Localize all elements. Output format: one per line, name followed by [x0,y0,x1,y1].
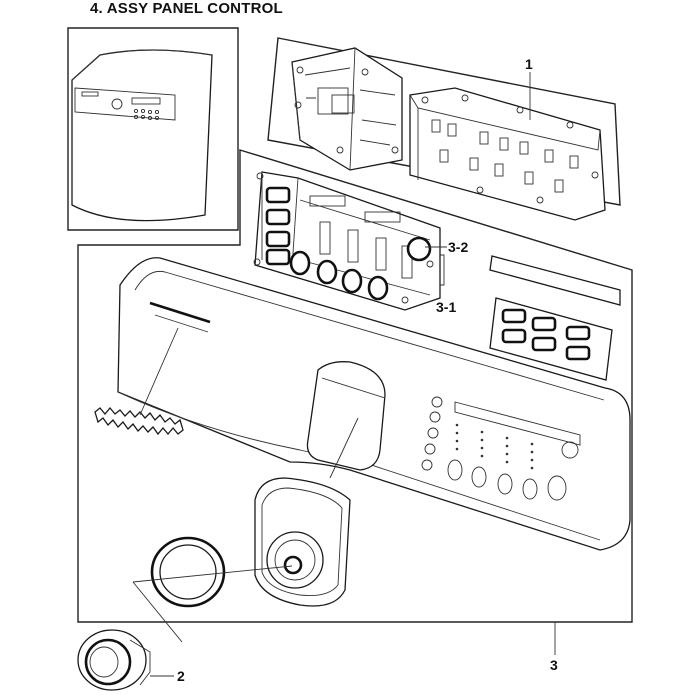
callout-2: 2 [177,668,185,684]
washer-inset [67,27,239,231]
label-strip-part [94,327,184,436]
callout-1: 1 [525,56,533,72]
callout-3-1: 3-1 [436,299,456,315]
bezel-ring-part [150,536,226,608]
knob-lens-housing [254,417,359,607]
pcb-assembly-frame [267,37,621,221]
callout-3: 3 [550,657,558,673]
knob-part [77,629,174,691]
washer-dial-icon [111,98,123,110]
button-holder-part [253,171,441,311]
panel-assembly-frame [77,149,633,623]
button-gasket-part [489,297,613,381]
callout-3-2: 3-2 [448,239,468,255]
power-button-part [406,236,432,262]
display-window-part [489,255,621,306]
control-panel-housing [117,257,631,551]
callout-leaders-knob [132,565,293,643]
callout-leaders-3 [425,246,447,286]
diagram-title: 4. ASSY PANEL CONTROL [90,0,283,17]
